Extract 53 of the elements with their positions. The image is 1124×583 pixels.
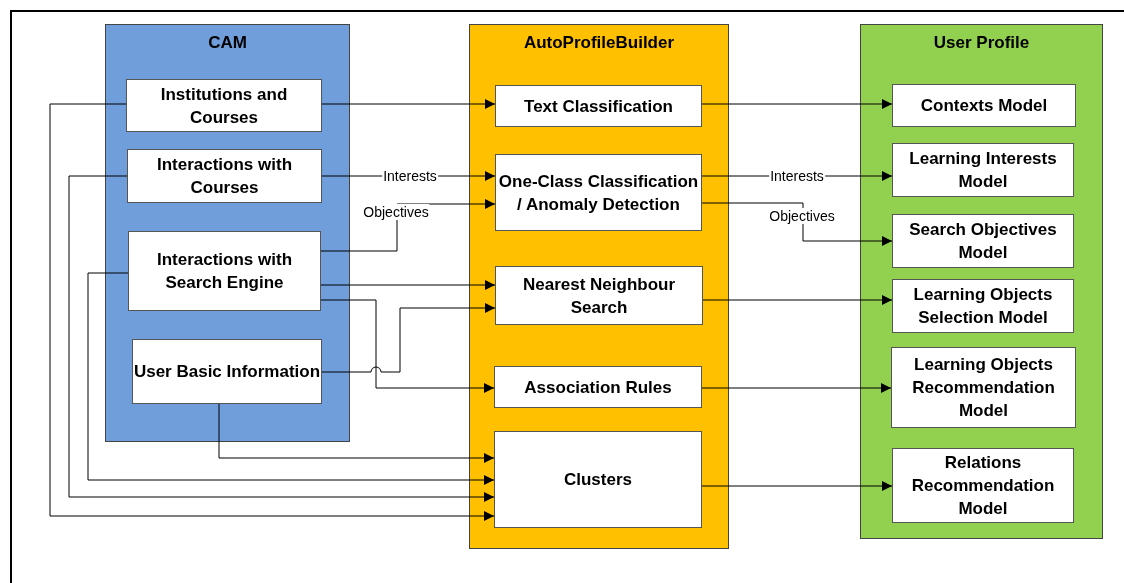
arrow: [702, 295, 893, 305]
arrow: [87, 272, 495, 485]
arrow: [68, 175, 495, 502]
edge-label: Interests: [382, 168, 438, 184]
arrow: [701, 99, 893, 109]
box-label: Search Objectives Model: [908, 219, 1058, 264]
process-box: [892, 448, 1074, 523]
process-box: [128, 231, 321, 311]
edge-label: Objectives: [362, 204, 430, 220]
process-box: [494, 431, 702, 528]
builder-panel: [469, 24, 729, 549]
box-label: Learning Objects Selection Model: [912, 284, 1054, 329]
box-label: Clusters: [564, 469, 632, 491]
arrow: [49, 103, 495, 521]
process-box: [892, 279, 1074, 333]
panel-title: AutoProfileBuilder: [523, 33, 675, 52]
box-label: One-Class Classification / Anomaly Detection: [497, 170, 700, 216]
process-box: [127, 149, 322, 203]
box-label: User Basic Information: [133, 361, 321, 383]
panel-title: CAM: [208, 33, 247, 52]
arrow: [320, 299, 495, 393]
process-box: [495, 266, 703, 325]
profile-panel: [105, 24, 350, 442]
arrow: [701, 202, 893, 246]
process-box: [494, 366, 702, 408]
arrow: [320, 280, 496, 290]
arrow: [701, 481, 893, 491]
process-box: [495, 85, 702, 127]
box-label: Contexts Model: [920, 95, 1048, 117]
box-label: Institutions and Courses: [159, 83, 289, 129]
arrow: [218, 403, 495, 463]
process-box: [126, 79, 322, 132]
panel-title: User Profile: [933, 33, 1030, 52]
arrow: [321, 99, 496, 109]
box-label: Interactions with Courses: [155, 154, 294, 199]
process-box: [495, 154, 702, 231]
arrow: [701, 383, 892, 393]
process-box: [892, 143, 1074, 197]
box-label: Text Classification: [524, 95, 673, 118]
box-label: Nearest Neighbour Search: [521, 273, 677, 319]
box-label: Learning Objects Recommendation Model: [911, 354, 1056, 422]
process-box: [132, 339, 322, 404]
edge-label: Objectives: [768, 208, 836, 224]
box-label: Association Rules: [524, 376, 672, 399]
box-label: Relations Recommendation Model: [910, 452, 1056, 520]
box-label: Interactions with Search Engine: [155, 249, 294, 294]
arrow: [321, 303, 496, 373]
edge-label: Interests: [769, 168, 825, 184]
process-box: [892, 214, 1074, 268]
profile-panel: [860, 24, 1103, 539]
process-box: [891, 347, 1076, 428]
process-box: [892, 84, 1076, 127]
box-label: Learning Interests Model: [908, 148, 1058, 193]
